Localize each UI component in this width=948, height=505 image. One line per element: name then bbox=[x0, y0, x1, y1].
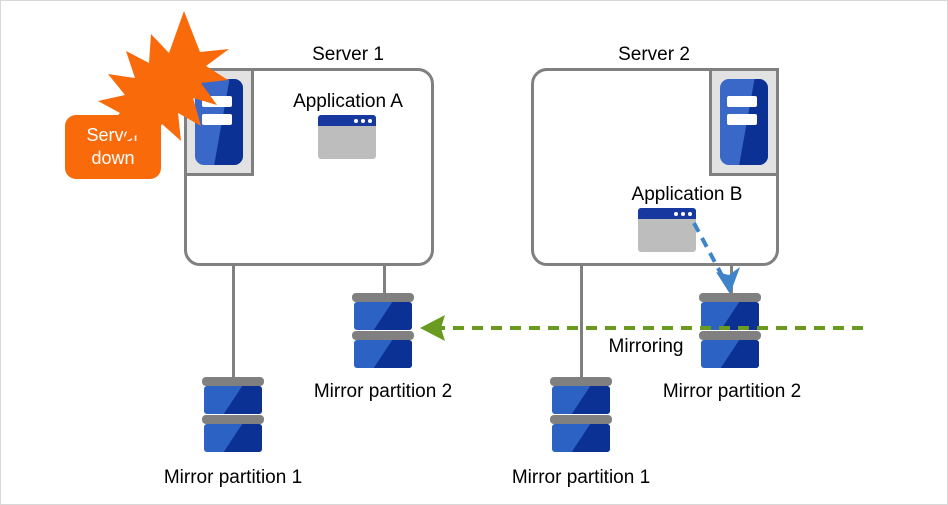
disk-block-shadow bbox=[571, 386, 610, 414]
server1-link-to-partition2 bbox=[383, 265, 386, 295]
left-mirror-partition-2-label: Mirror partition 2 bbox=[313, 381, 453, 402]
disk-block-shadow bbox=[373, 302, 412, 330]
disk-block-shadow bbox=[720, 340, 759, 368]
application-b-window-icon bbox=[638, 208, 696, 252]
disk-cap-middle bbox=[352, 331, 414, 340]
server1-link-to-partition1 bbox=[232, 265, 235, 379]
server-down-line2: down bbox=[91, 148, 135, 168]
server2-title: Server 2 bbox=[618, 44, 690, 65]
mirroring-label: Mirroring bbox=[608, 336, 684, 357]
disk-block-1 bbox=[701, 302, 759, 330]
server1-appliance-icon bbox=[184, 68, 254, 176]
server-icon-slot-1 bbox=[727, 96, 757, 108]
disk-cap-middle bbox=[550, 415, 612, 424]
right-mirror-partition-1-label: Mirror partition 1 bbox=[511, 467, 651, 488]
server-down-line1: Server bbox=[86, 125, 140, 145]
left-mirror-partition-1-icon bbox=[202, 377, 264, 455]
application-a-window-icon bbox=[318, 115, 376, 159]
window-dot-3 bbox=[368, 118, 372, 123]
window-dot-2 bbox=[681, 211, 685, 216]
left-mirror-partition-2-icon bbox=[352, 293, 414, 371]
disk-block-1 bbox=[204, 386, 262, 414]
disk-cap-top bbox=[202, 377, 264, 386]
server2-link-to-partition1 bbox=[580, 265, 583, 379]
disk-block-2 bbox=[701, 340, 759, 368]
disk-cap-top bbox=[699, 293, 761, 302]
disk-cap-top bbox=[550, 377, 612, 386]
server2-appliance-icon bbox=[709, 68, 779, 176]
application-b-titlebar bbox=[638, 208, 696, 219]
left-mirror-partition-1-label: Mirror partition 1 bbox=[163, 467, 303, 488]
disk-block-2 bbox=[552, 424, 610, 452]
disk-block-2 bbox=[204, 424, 262, 452]
disk-block-2 bbox=[354, 340, 412, 368]
server-down-callout: Server down bbox=[65, 115, 161, 179]
right-mirror-partition-2-icon bbox=[699, 293, 761, 371]
disk-block-shadow bbox=[571, 424, 610, 452]
application-a-label: Application A bbox=[293, 91, 403, 112]
window-dot-3 bbox=[688, 211, 692, 216]
disk-block-shadow bbox=[720, 302, 759, 330]
application-a-titlebar bbox=[318, 115, 376, 126]
server-icon-slot-1 bbox=[202, 96, 232, 108]
window-dot-1 bbox=[354, 118, 358, 123]
disk-block-shadow bbox=[373, 340, 412, 368]
right-mirror-partition-2-label: Mirror partition 2 bbox=[662, 381, 802, 402]
server-icon-body bbox=[720, 79, 768, 165]
server-icon-slot-2 bbox=[202, 114, 232, 126]
right-mirror-partition-1-icon bbox=[550, 377, 612, 455]
disk-cap-top bbox=[352, 293, 414, 302]
window-dot-2 bbox=[361, 118, 365, 123]
disk-cap-middle bbox=[699, 331, 761, 340]
server1-title: Server 1 bbox=[312, 44, 384, 65]
disk-block-1 bbox=[354, 302, 412, 330]
disk-block-shadow bbox=[223, 386, 262, 414]
server-icon-body bbox=[195, 79, 243, 165]
server-icon-slot-2 bbox=[727, 114, 757, 126]
window-dot-1 bbox=[674, 211, 678, 216]
disk-block-1 bbox=[552, 386, 610, 414]
application-b-label: Application B bbox=[631, 184, 743, 205]
disk-cap-middle bbox=[202, 415, 264, 424]
server2-link-to-partition2 bbox=[730, 265, 733, 295]
disk-block-shadow bbox=[223, 424, 262, 452]
